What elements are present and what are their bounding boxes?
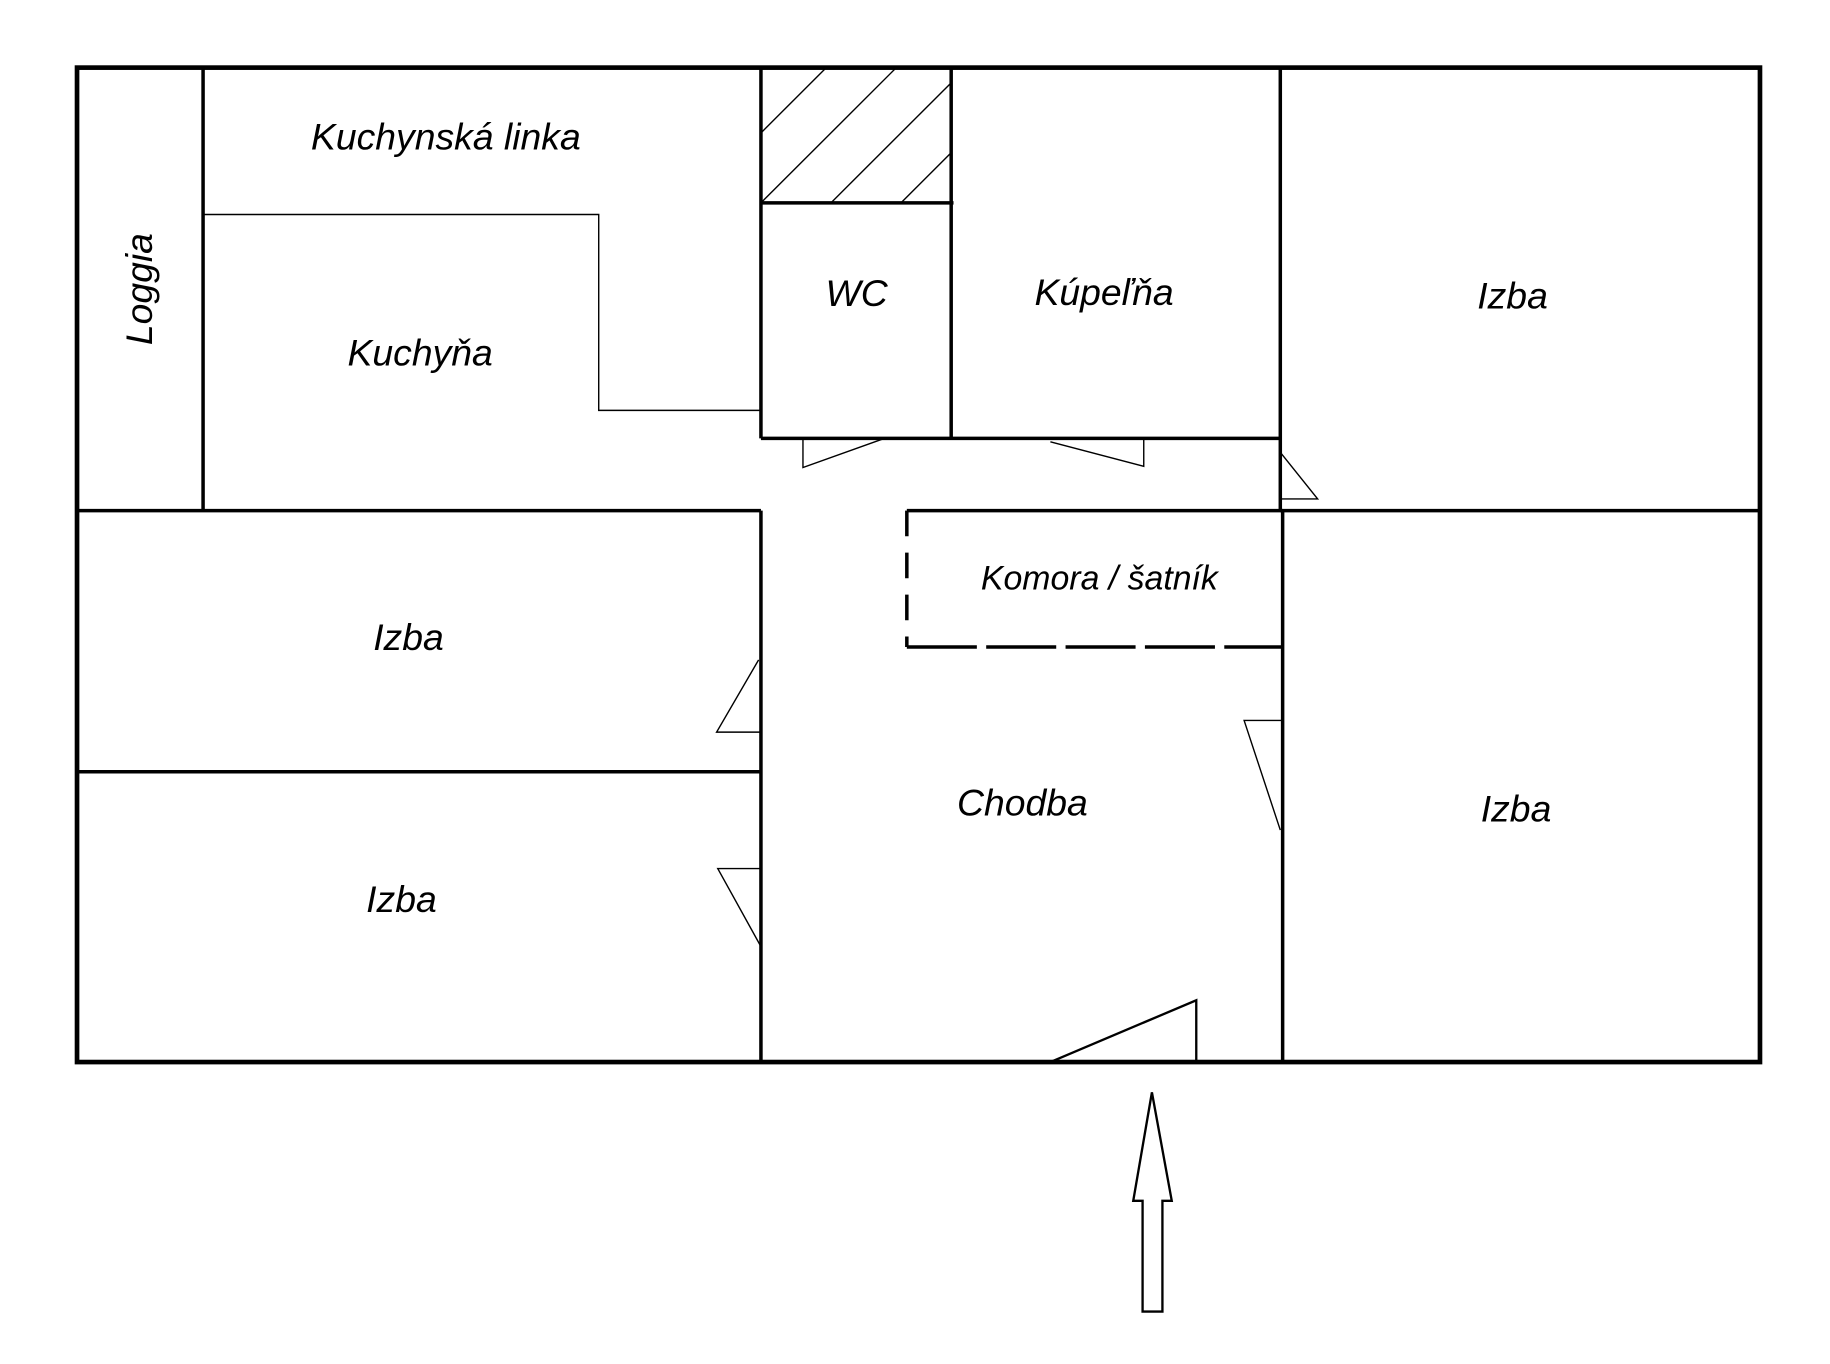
- label-bathroom: Kúpeľňa: [1034, 271, 1173, 313]
- label-room-left-top: Izba: [373, 616, 444, 658]
- shaft-hatching: [760, 67, 952, 203]
- label-storage: Komora / šatník: [981, 560, 1220, 598]
- label-room-bottom-right: Izba: [1481, 787, 1552, 829]
- label-loggia: Loggia: [118, 233, 160, 345]
- label-kitchen-counter: Kuchynská linka: [311, 116, 581, 158]
- label-room-left-bottom: Izba: [366, 878, 437, 920]
- entrance-door: [1049, 998, 1198, 1064]
- door-swings: [715, 437, 1320, 1064]
- arrow-up-icon: [1131, 1092, 1174, 1313]
- label-wc: WC: [826, 272, 889, 314]
- outer-wall: [74, 65, 1763, 1065]
- label-kitchen: Kuchyňa: [348, 331, 493, 373]
- kitchen-counter-outline: [203, 213, 761, 412]
- interior-walls: [77, 67, 1760, 1063]
- label-room-top-right: Izba: [1477, 274, 1548, 316]
- label-hallway: Chodba: [957, 781, 1088, 823]
